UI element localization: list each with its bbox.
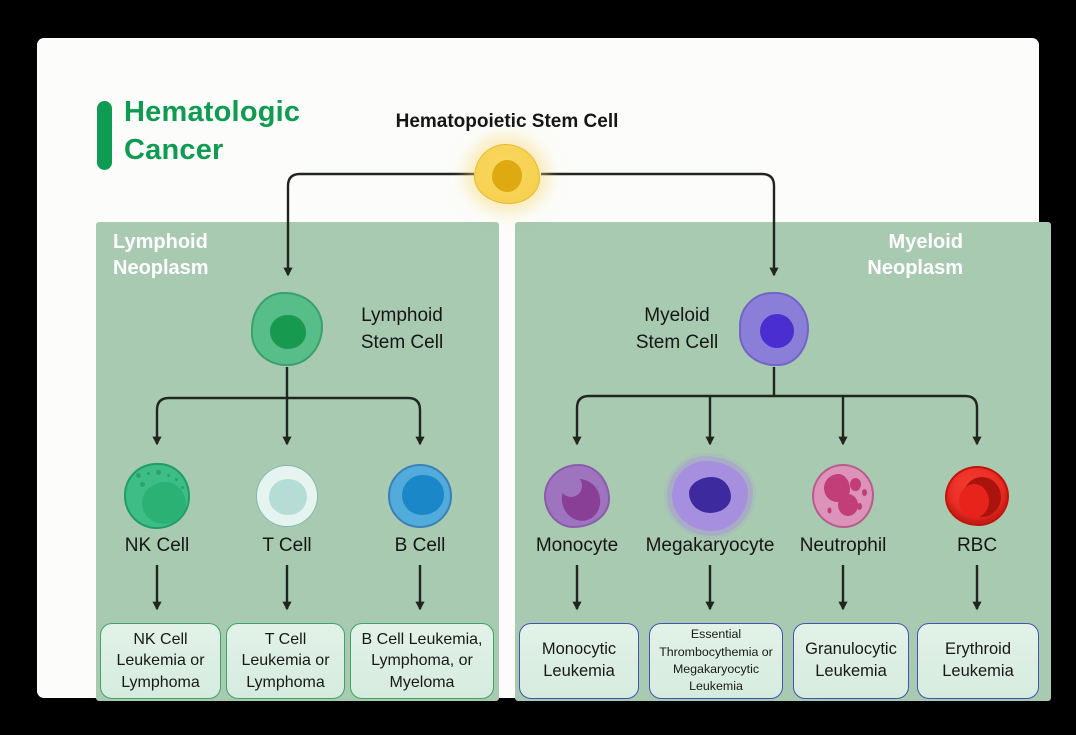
nucleus-lobe (850, 478, 861, 491)
lymphoid-stem-cell-label: Lymphoid Stem Cell (360, 305, 444, 353)
cell-body (945, 466, 1009, 526)
outcome-box-b-cell: B Cell Leukemia, Lymphoma, or Myeloma (350, 623, 494, 699)
monocyte-label: Monocyte (535, 535, 619, 556)
nucleus-lobe (838, 494, 858, 516)
myeloid-stem-cell-icon (739, 292, 809, 366)
outcome-box-monocyte: Monocytic Leukemia (519, 623, 639, 699)
cell-nucleus (270, 315, 306, 349)
cell-body (474, 144, 540, 204)
nk-cell-label: NK Cell (124, 535, 190, 556)
hematopoietic-stem-cell-icon (474, 144, 540, 204)
lymphoid-panel-header: Lymphoid Neoplasm (113, 231, 209, 279)
monocyte-icon (544, 464, 610, 528)
outcome-box-megakaryocyte: Essential Thrombocythemia or Megakaryocy… (649, 623, 783, 699)
cell-nucleus (689, 477, 731, 513)
b-cell-label: B Cell (394, 535, 446, 556)
lymphoid-stem-cell-icon (251, 292, 323, 366)
outcome-box-t-cell: T Cell Leukemia or Lymphoma (226, 623, 345, 699)
cell-body (544, 464, 610, 528)
neutrophil-label: Neutrophil (799, 535, 887, 556)
outcome-box-nk-cell: NK Cell Leukemia or Lymphoma (100, 623, 221, 699)
hematopoietic-stem-cell-label: Hematopoietic Stem Cell (395, 111, 619, 132)
page-title: Hematologic Cancer (124, 96, 301, 166)
rbc-label: RBC (956, 535, 998, 556)
cell-nucleus (269, 479, 307, 515)
cell-body (251, 292, 323, 366)
neutrophil-icon (812, 464, 874, 528)
t-cell-label: T Cell (262, 535, 312, 556)
cell-nucleus (492, 160, 522, 192)
cell-highlight (959, 484, 989, 518)
t-cell-icon (256, 465, 318, 527)
cell-nucleus (142, 482, 186, 524)
cell-granules (136, 473, 141, 478)
rbc-icon (945, 466, 1009, 526)
cell-body (256, 465, 318, 527)
cell-body (124, 463, 190, 529)
megakaryocyte-label: Megakaryocyte (645, 535, 775, 556)
cell-nucleus (760, 314, 794, 348)
cell-body (739, 292, 809, 366)
title-accent-bar (97, 101, 112, 170)
diagram-card: Hematologic Cancer Hematopoietic Stem Ce… (37, 38, 1051, 701)
nk-cell-icon (124, 463, 190, 529)
b-cell-icon (388, 464, 452, 528)
cell-body (672, 461, 748, 531)
myeloid-stem-cell-label: Myeloid Stem Cell (635, 305, 719, 353)
cell-body (388, 464, 452, 528)
nucleus-notch (560, 475, 582, 497)
myeloid-panel-header: Myeloid Neoplasm (867, 231, 963, 279)
megakaryocyte-icon (672, 461, 748, 531)
outcome-box-rbc: Erythroid Leukemia (917, 623, 1039, 699)
cell-body (812, 464, 874, 528)
outcome-box-neutrophil: Granulocytic Leukemia (793, 623, 909, 699)
cell-nucleus (402, 475, 444, 515)
